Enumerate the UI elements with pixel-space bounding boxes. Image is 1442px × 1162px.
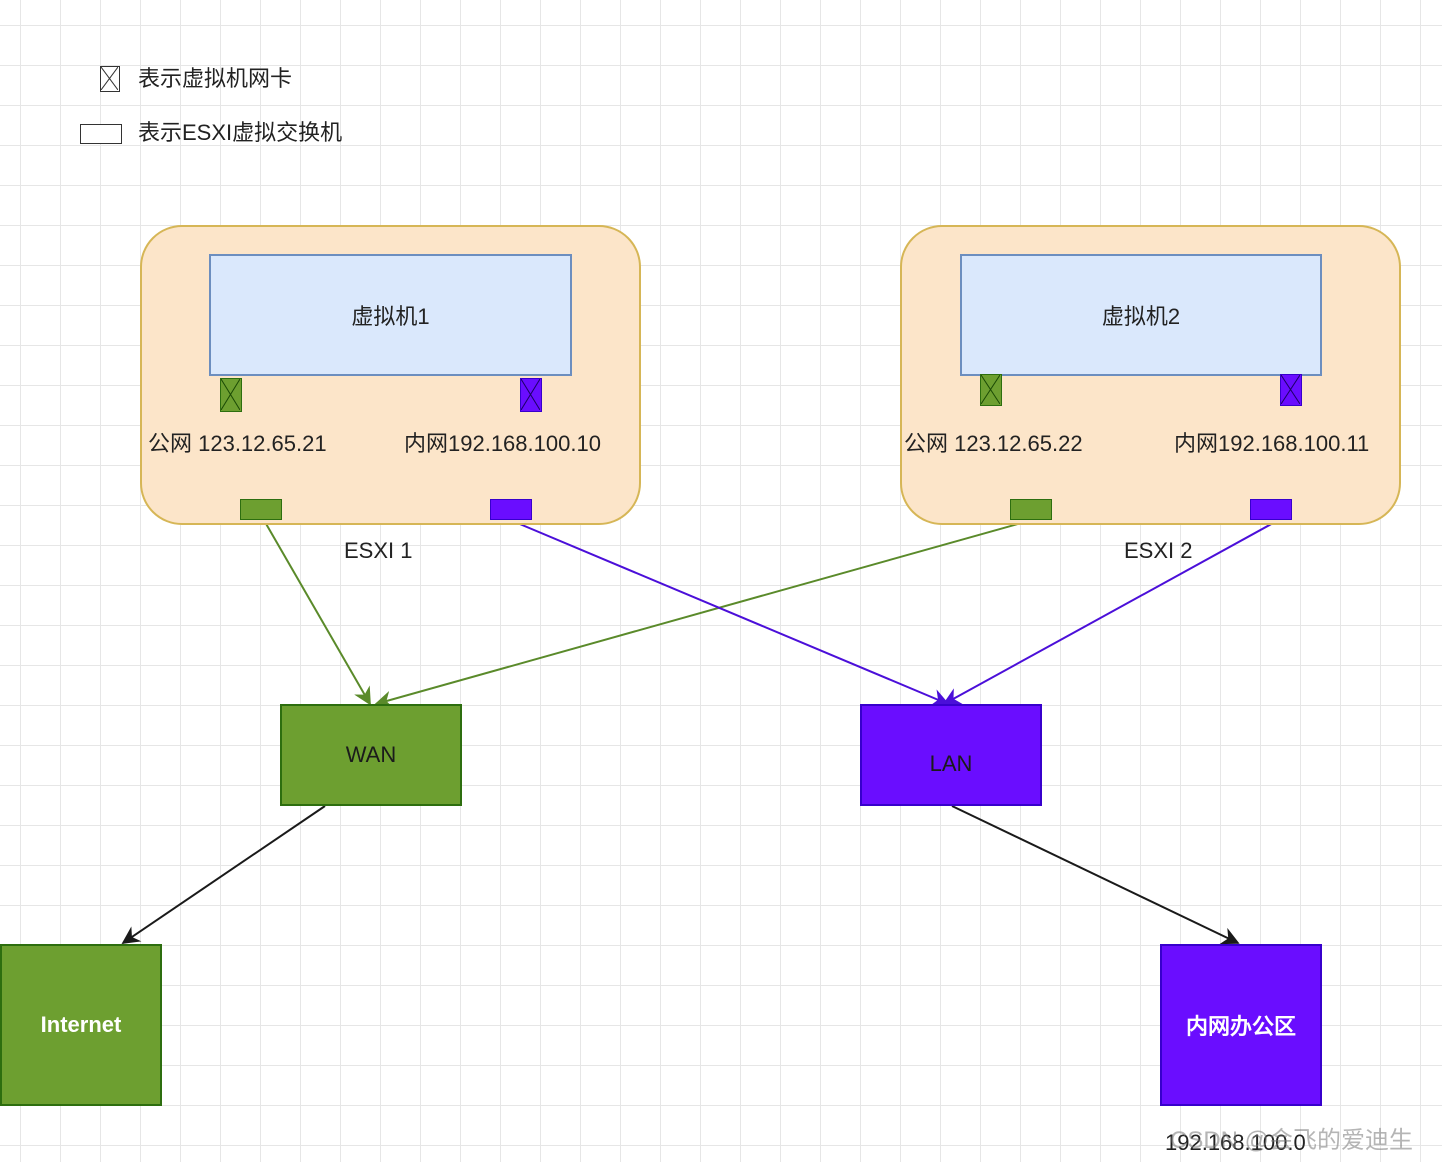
- legend-switch-label: 表示ESXI虚拟交换机: [138, 120, 343, 145]
- esxi-2-public-vswitch[interactable]: [1010, 499, 1052, 520]
- esxi-1-label: ESXI 1: [344, 538, 413, 563]
- esxi-1-private-ip: 内网192.168.100.10: [404, 431, 601, 456]
- esxi-2-private-ip: 内网192.168.100.11: [1174, 431, 1370, 456]
- lan-label: LAN: [929, 751, 973, 776]
- watermark: CSDN @会飞的爱迪生: [1170, 1127, 1414, 1154]
- vm-1[interactable]: 虚拟机1: [209, 254, 572, 376]
- vm-1-private-nic-icon[interactable]: [520, 378, 542, 412]
- office-subnet-label: 192.168.100.0: [1165, 1130, 1306, 1155]
- office-label: 内网办公区: [1185, 1014, 1296, 1039]
- vm-1-label: 虚拟机1: [351, 304, 430, 329]
- office-zone[interactable]: 内网办公区: [1160, 944, 1322, 1106]
- lan-switch[interactable]: LAN: [860, 704, 1042, 806]
- vm-2[interactable]: 虚拟机2: [960, 254, 1322, 376]
- link-wan-to-internet: [121, 805, 326, 945]
- esxi-2-label: ESXI 2: [1124, 538, 1193, 563]
- legend-nic-icon: [100, 66, 120, 92]
- vm-2-label: 虚拟机2: [1101, 304, 1181, 329]
- link-lan-to-office: [951, 805, 1240, 945]
- esxi-1-public-ip: 公网 123.12.65.21: [148, 431, 327, 456]
- esxi-1-public-vswitch[interactable]: [240, 499, 282, 520]
- vm-1-public-nic-icon[interactable]: [220, 378, 242, 412]
- esxi-2-private-vswitch[interactable]: [1250, 499, 1292, 520]
- legend-switch-icon: [80, 124, 122, 144]
- wan-switch[interactable]: WAN: [280, 704, 462, 806]
- link-esxi2-private-to-lan: [942, 521, 1276, 705]
- link-esxi1-private-to-lan: [514, 521, 950, 707]
- esxi-1-private-vswitch[interactable]: [490, 499, 532, 520]
- wan-label: WAN: [345, 742, 397, 767]
- vm-2-private-nic-icon[interactable]: [1280, 374, 1302, 406]
- link-esxi2-public-to-wan: [374, 521, 1026, 709]
- vm-2-public-nic-icon[interactable]: [980, 374, 1002, 406]
- esxi-2-public-ip: 公网 123.12.65.22: [904, 431, 1083, 456]
- legend-nic-label: 表示虚拟机网卡: [138, 66, 293, 91]
- internet-label: Internet: [40, 1012, 122, 1037]
- internet-zone[interactable]: Internet: [0, 944, 162, 1106]
